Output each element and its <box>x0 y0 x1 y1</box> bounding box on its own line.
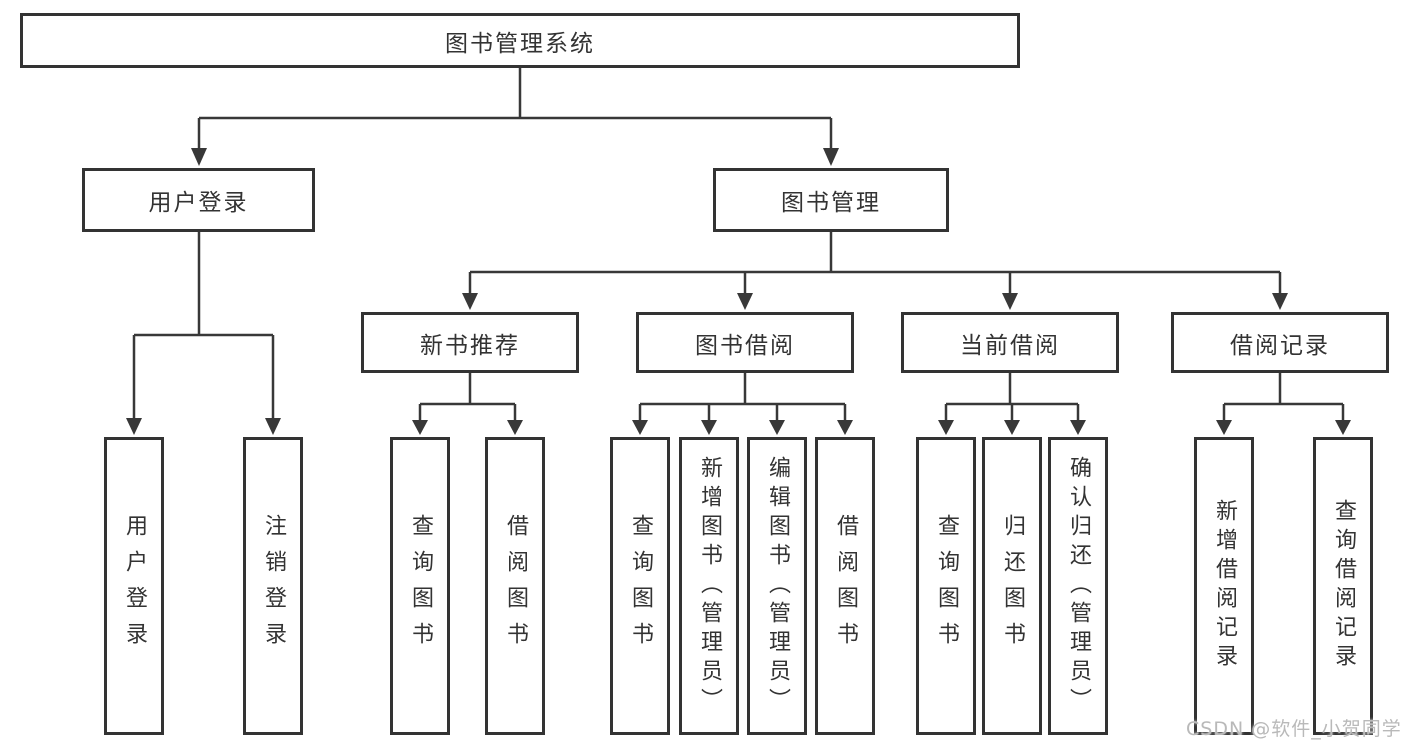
node-book-management: 图书管理 <box>713 168 949 232</box>
leaf-label: 确认归还（管理员） <box>1066 455 1091 717</box>
leaf-edit-book-admin: 编辑图书（管理员） <box>747 437 807 735</box>
connector-current-borrow-to-leaves <box>938 373 1086 435</box>
leaf-label: 查询借阅记录 <box>1331 499 1356 673</box>
connector-user-login-to-leaves <box>126 232 281 435</box>
node-book-borrow: 图书借阅 <box>636 312 854 373</box>
leaf-borrow-books-recommend: 借阅图书 <box>485 437 545 735</box>
leaf-label: 新增借阅记录 <box>1212 499 1237 673</box>
leaf-query-borrow-record: 查询借阅记录 <box>1313 437 1373 735</box>
leaf-label: 查询图书 <box>934 514 959 658</box>
leaf-label: 新增图书（管理员） <box>697 455 722 717</box>
leaf-label: 注销登录 <box>261 514 286 658</box>
leaf-user-login: 用户登录 <box>104 437 164 735</box>
leaf-label: 查询图书 <box>628 514 653 658</box>
leaf-label: 查询图书 <box>408 514 433 658</box>
leaf-borrow-books: 借阅图书 <box>815 437 875 735</box>
leaf-label: 归还图书 <box>1000 514 1025 658</box>
leaf-label: 用户登录 <box>122 514 147 658</box>
node-borrow-records: 借阅记录 <box>1171 312 1389 373</box>
connector-new-book-recommend-to-leaves <box>412 373 523 435</box>
node-user-login: 用户登录 <box>82 168 315 232</box>
node-new-book-recommend: 新书推荐 <box>361 312 579 373</box>
node-current-borrow: 当前借阅 <box>901 312 1119 373</box>
node-library-management-system: 图书管理系统 <box>20 13 1020 68</box>
leaf-query-books-current: 查询图书 <box>916 437 976 735</box>
connector-book-management-to-level3 <box>462 232 1288 310</box>
connector-borrow-records-to-leaves <box>1216 373 1351 435</box>
leaf-add-book-admin: 新增图书（管理员） <box>679 437 739 735</box>
leaf-logout: 注销登录 <box>243 437 303 735</box>
watermark: CSDN @软件_小贺同学 <box>1186 718 1402 740</box>
leaf-add-borrow-record: 新增借阅记录 <box>1194 437 1254 735</box>
leaf-label: 编辑图书（管理员） <box>765 455 790 717</box>
leaf-label: 借阅图书 <box>833 514 858 658</box>
leaf-return-books: 归还图书 <box>982 437 1042 735</box>
leaf-confirm-return-admin: 确认归还（管理员） <box>1048 437 1108 735</box>
connector-book-borrow-to-leaves <box>632 373 853 435</box>
leaf-query-books-borrow: 查询图书 <box>610 437 670 735</box>
connector-root-to-level2 <box>191 68 839 166</box>
leaf-label: 借阅图书 <box>503 514 528 658</box>
leaf-query-books-recommend: 查询图书 <box>390 437 450 735</box>
